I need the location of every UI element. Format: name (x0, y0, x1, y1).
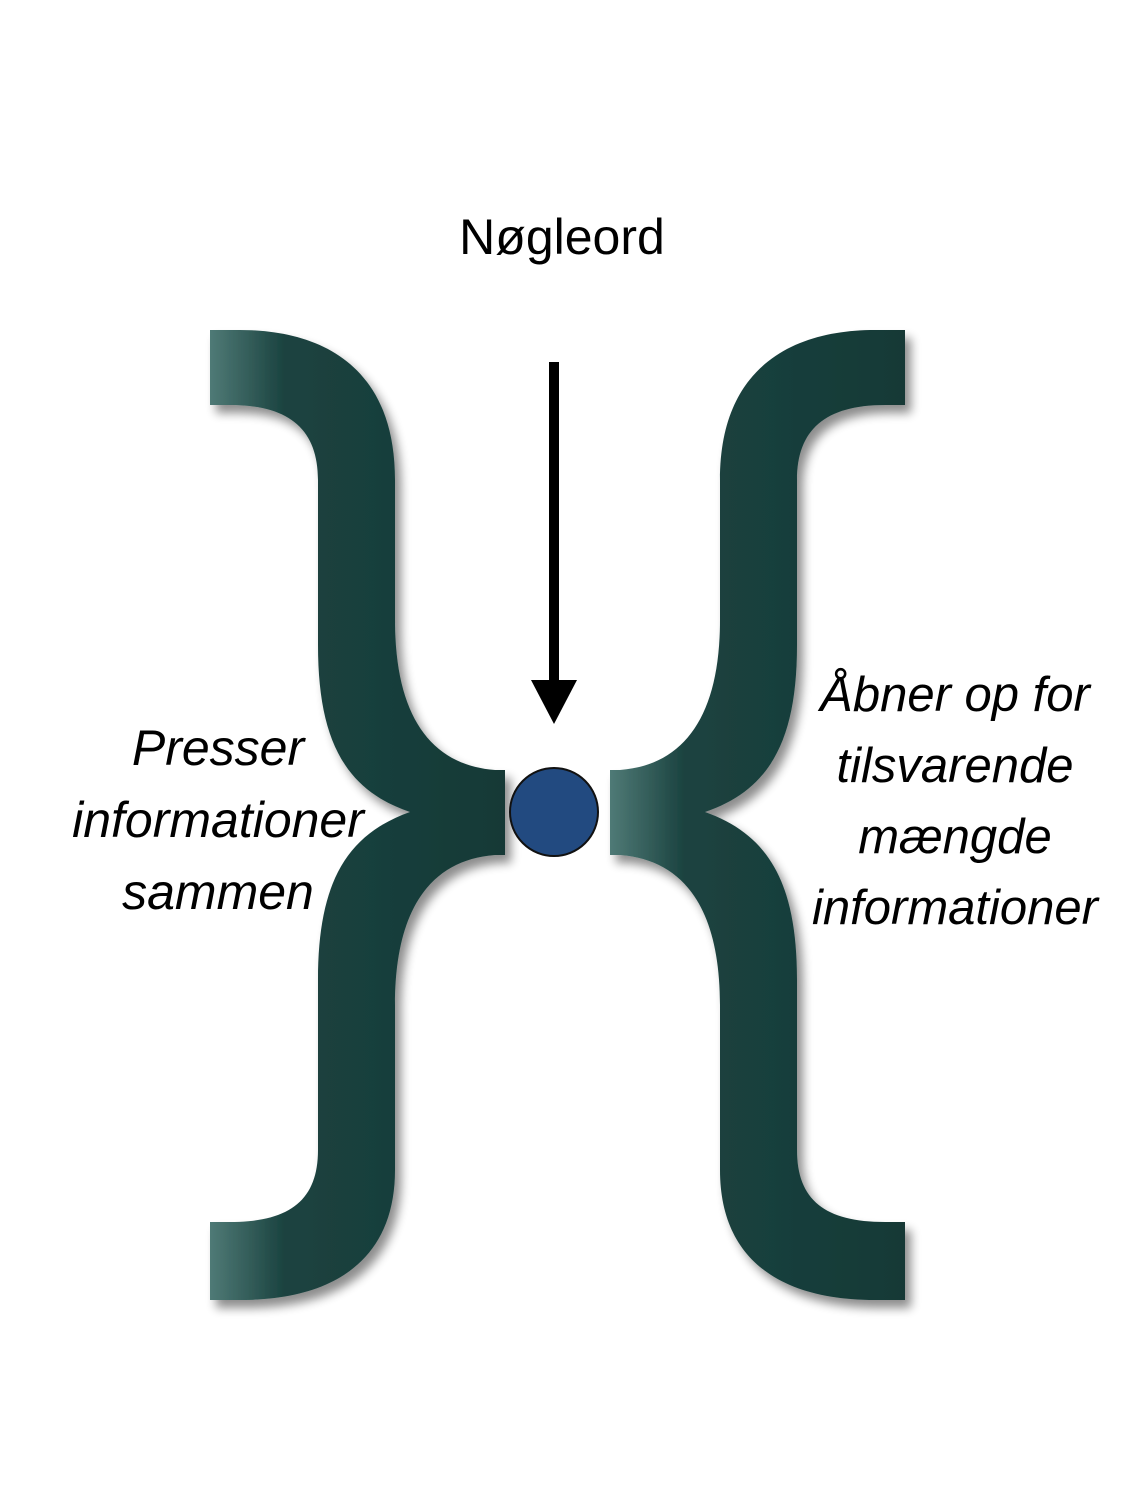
right-label-line: tilsvarende (836, 739, 1074, 793)
left-label-line: Presser (131, 720, 305, 776)
right-label-line: informationer (812, 881, 1098, 935)
right-brace (610, 330, 905, 1300)
right-label-line: mængde (858, 810, 1052, 864)
left-brace (210, 330, 505, 1300)
left-brace-shape (210, 330, 505, 1300)
arrow-shaft (549, 362, 559, 684)
keyword-circle (509, 767, 599, 857)
left-label-line: sammen (122, 864, 314, 920)
left-label-line: informationer (72, 792, 364, 848)
right-label: Åbner op for tilsvarende mængde informat… (755, 660, 1125, 944)
down-arrow (531, 362, 577, 724)
left-label: Presser informationer sammen (18, 712, 418, 928)
top-label: Nøgleord (459, 209, 665, 265)
right-brace-shape (610, 330, 905, 1300)
right-label-line: Åbner op for (820, 668, 1090, 722)
arrow-head (531, 680, 577, 724)
